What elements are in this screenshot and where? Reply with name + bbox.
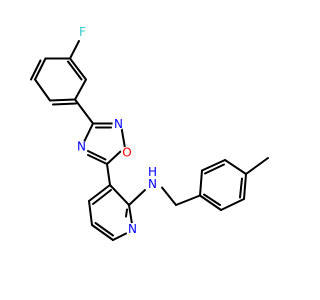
oxadiazole-nitrogen-top: N [112,117,125,131]
bond [91,224,114,241]
bond [74,78,87,101]
atom-layer: F N O N N H N [75,25,159,236]
amine-nitrogen-label: N [148,177,157,191]
oxadiazole-nitrogen-left: N [75,140,88,154]
bond [34,57,47,81]
bond [49,98,76,102]
bond [201,159,226,172]
bond [87,150,107,161]
bond [88,184,111,202]
bond [30,59,42,81]
bond [34,78,51,102]
fluorine-atom: F [76,25,89,39]
bond [94,222,114,237]
bond [52,102,77,106]
bond [199,194,222,211]
bond [243,173,247,200]
bond [92,189,112,205]
amine-nh: H N [146,165,159,191]
pyridine-nitrogen: N [126,222,139,236]
bond [69,40,80,60]
bond [161,186,177,206]
bond [106,163,111,186]
bond [220,198,245,211]
bond [128,204,133,225]
bond [83,122,94,143]
molecule-structure: F N O N N H N [30,25,269,241]
bond [109,184,130,206]
oxadiazole-oxygen-label: O [122,146,131,160]
oxadiazole-nitrogen-left-label: N [77,140,86,154]
bond [245,157,269,175]
bond [199,169,203,197]
bond [175,194,201,206]
bond [88,200,93,226]
oxadiazole-oxygen: O [121,146,133,160]
bond [239,177,243,199]
fluorine-label: F [79,25,86,39]
bond [204,163,225,175]
pyridine-nitrogen-label: N [128,222,137,236]
amine-hydrogen-label: H [148,165,157,179]
bond [203,193,221,206]
bond [74,98,94,125]
bond [128,189,146,206]
oxadiazole-nitrogen-top-label: N [114,117,123,131]
bond [224,159,247,175]
bond [87,154,108,165]
bond [125,208,128,218]
bond [112,232,127,241]
bond [67,60,83,81]
bond-layer [30,40,269,241]
bond [106,150,122,165]
bond [69,57,87,81]
